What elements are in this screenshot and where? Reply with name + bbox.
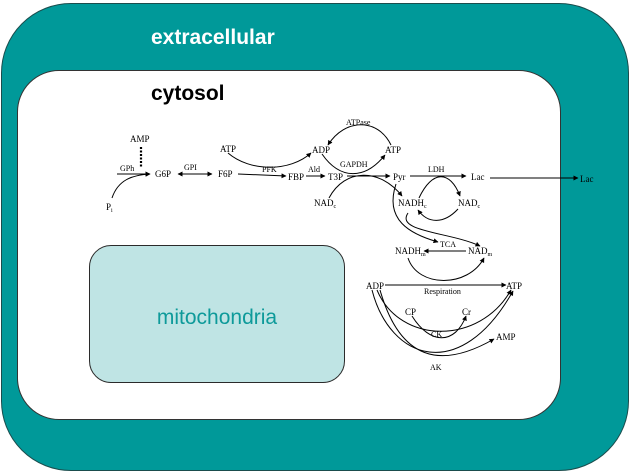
mitochondria-compartment: mitochondria <box>89 245 345 383</box>
nadh-m-label: NADHm <box>395 246 426 258</box>
pfk-atp-adp <box>227 152 312 168</box>
nadh-shuttle-arrow <box>405 212 481 247</box>
ck-label: CK <box>431 330 442 339</box>
ak-adp-amp <box>379 289 495 357</box>
nad-c2-label: NADc <box>458 198 481 210</box>
g6p-label: G6P <box>155 169 171 179</box>
ck-adp-atp <box>376 289 512 332</box>
gapdh-label: GAPDH <box>340 160 368 169</box>
gph-label: GPh <box>120 164 134 173</box>
ldh-nad-nadh <box>417 208 459 221</box>
pfk-label: PFK <box>262 165 277 174</box>
nadh-nad-cycle <box>407 257 485 281</box>
respiration-label: Respiration <box>424 287 461 296</box>
adp-resp-label: ADP <box>366 281 384 291</box>
cr-label: Cr <box>462 307 471 317</box>
nad-m-label: NADm <box>468 246 493 258</box>
gph-arrow <box>111 171 151 199</box>
lac-out-label: Lac <box>580 174 594 184</box>
ak-adp-atp <box>371 289 514 353</box>
cytosol-label: cytosol <box>151 82 225 105</box>
atp-top-label: ATP <box>385 145 401 155</box>
gapdh-adp-atp <box>321 153 386 175</box>
nad-c-label: NADc <box>314 198 337 210</box>
amp-ak-label: AMP <box>496 332 516 342</box>
gpi-label: GPI <box>184 163 197 172</box>
atp-pfk-label: ATP <box>220 144 236 154</box>
atp-resp-label: ATP <box>506 281 522 291</box>
pyr-tca-arrow <box>392 183 439 244</box>
ldh-nadh-nad <box>418 176 461 199</box>
nadh-c-label: NADHc <box>398 198 427 210</box>
fbp-label: FBP <box>288 172 304 182</box>
mitochondria-label: mitochondria <box>156 306 278 329</box>
pi-label: Pi <box>106 202 113 214</box>
adp-top-label: ADP <box>312 145 330 155</box>
atpase-label: ATPase <box>346 118 371 127</box>
extracellular-label: extracellular <box>151 26 275 49</box>
ck-cp-cr <box>411 315 467 339</box>
cp-label: CP <box>405 307 416 317</box>
amp-top-label: AMP <box>130 134 150 144</box>
t3p-label: T3P <box>328 172 343 182</box>
ald-label: Ald <box>308 165 320 174</box>
pyr-label: Pyr <box>393 172 406 182</box>
ak-label: AK <box>430 363 442 372</box>
atpase-arrow <box>327 124 392 146</box>
ldh-label: LDH <box>428 165 445 174</box>
tca-label: TCA <box>440 240 456 249</box>
lac-label: Lac <box>471 172 485 182</box>
pfk-arrow <box>237 173 287 179</box>
f6p-label: F6P <box>218 169 233 179</box>
